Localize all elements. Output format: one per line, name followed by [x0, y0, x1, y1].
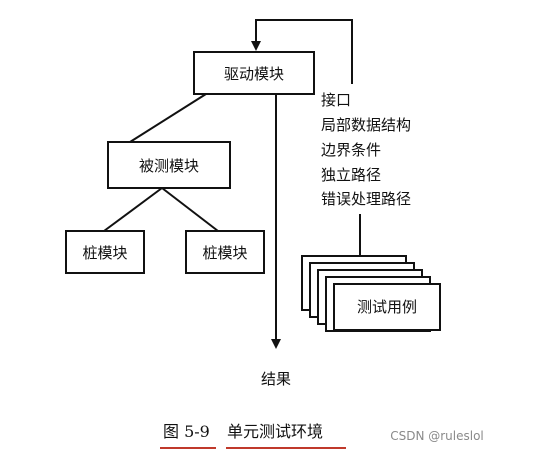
csdn-watermark: CSDN @ruleslol: [390, 429, 484, 443]
figure-number: 图 5-9: [163, 422, 210, 441]
test-item-error-handling-paths: 错误处理路径: [321, 190, 411, 208]
driver-module-label: 驱动模块: [224, 65, 284, 83]
module-under-test-label: 被测模块: [139, 157, 199, 175]
test-case-card-front: [333, 283, 441, 331]
figure-title: 单元测试环境: [227, 422, 323, 441]
feedback-loop-line: [251, 19, 353, 84]
test-item-boundary-conditions: 边界条件: [321, 141, 381, 159]
test-item-independent-paths: 独立路径: [321, 166, 381, 184]
test-item-interface: 接口: [321, 91, 351, 109]
right-stub-module-label: 桩模块: [202, 244, 247, 262]
result-label: 结果: [261, 370, 291, 388]
mut-to-left-stub-line: [103, 187, 163, 232]
driver-to-mut-line: [129, 93, 207, 143]
left-stub-module-box: [65, 230, 145, 274]
test-cases-label: 测试用例: [357, 298, 417, 316]
module-under-test-box: [107, 141, 231, 189]
test-item-local-data-structure: 局部数据结构: [321, 116, 411, 134]
mut-to-right-stub-line: [161, 187, 219, 232]
right-stub-module-box: [185, 230, 265, 274]
left-stub-module-label: 桩模块: [82, 244, 127, 262]
driver-module-box: [193, 51, 315, 95]
